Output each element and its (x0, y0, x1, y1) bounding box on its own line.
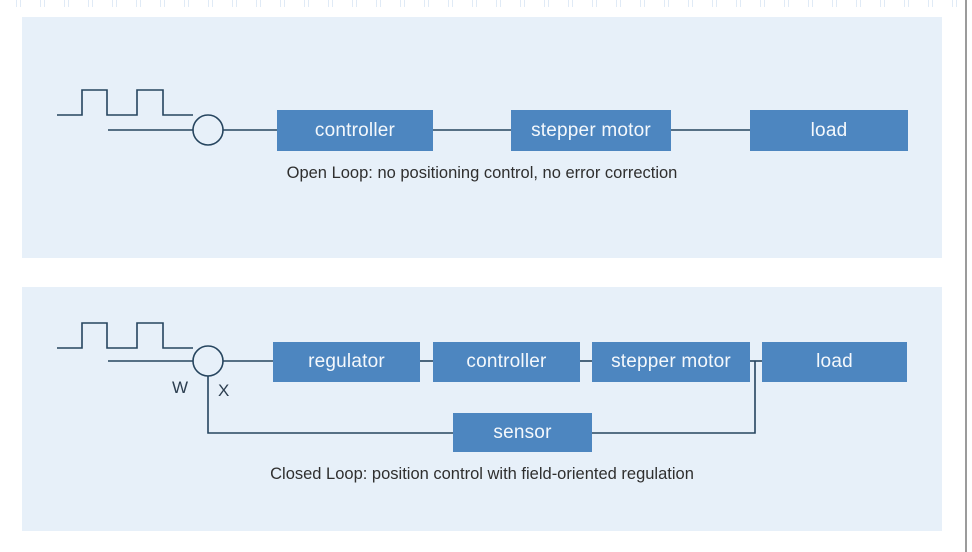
open-loop-load-block: load (750, 110, 908, 151)
closed-loop-load-block: load (762, 342, 907, 382)
open-loop-caption: Open Loop: no positioning control, no er… (286, 164, 678, 182)
block-label: load (810, 119, 848, 141)
closed-loop-sensor-block: sensor (453, 413, 592, 452)
closed-loop-wiring (57, 322, 762, 434)
block-label: controller (466, 351, 547, 372)
feedback-x-label: X (218, 381, 230, 400)
block-label: sensor (493, 421, 552, 443)
summing-junction-icon (192, 345, 224, 377)
closed-loop-stepper-motor-block: stepper motor (592, 342, 750, 382)
closed-loop-regulator-block: regulator (273, 342, 420, 382)
block-label: load (816, 351, 853, 372)
closed-loop-panel: regulator controller stepper motor load … (22, 287, 942, 531)
pulse-train-icon (57, 89, 193, 116)
setpoint-w-label: W (172, 378, 189, 397)
block-label: stepper motor (531, 119, 651, 141)
feedback-tap-line (592, 361, 756, 434)
open-loop-panel: controller stepper motor load Open Loop:… (22, 17, 942, 258)
page-right-border (965, 0, 967, 552)
block-label: controller (314, 119, 396, 141)
block-label: regulator (308, 351, 385, 372)
pulse-train-icon (57, 322, 193, 349)
open-loop-controller-block: controller (277, 110, 433, 151)
top-tick-marks (0, 0, 972, 7)
feedback-return-line (207, 376, 453, 434)
open-loop-wiring (57, 89, 750, 146)
open-loop-stepper-motor-block: stepper motor (511, 110, 671, 151)
closed-loop-controller-block: controller (433, 342, 580, 382)
summing-junction-icon (192, 114, 224, 146)
closed-loop-caption: Closed Loop: position control with field… (270, 465, 694, 483)
block-label: stepper motor (611, 351, 731, 372)
